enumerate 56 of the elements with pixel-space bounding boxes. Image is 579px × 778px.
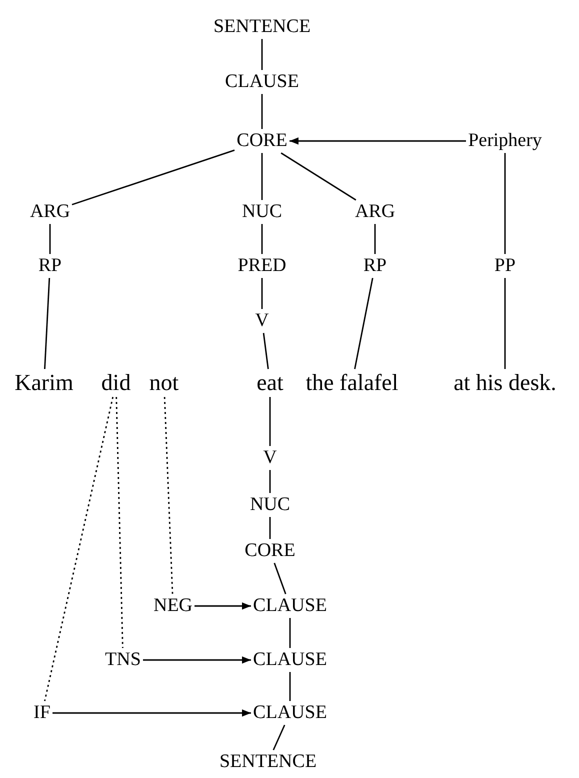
dotted-line bbox=[44, 396, 114, 702]
node-label: CLAUSE bbox=[251, 594, 329, 618]
sentence-word: the falafel bbox=[304, 368, 400, 398]
tree-branch bbox=[269, 397, 271, 446]
tree-branch bbox=[374, 224, 376, 254]
tree-branch bbox=[262, 332, 269, 370]
node-label: RP bbox=[36, 254, 64, 278]
sentence-word: at his desk. bbox=[452, 368, 558, 398]
tree-branch bbox=[269, 470, 271, 493]
node-label: CLAUSE bbox=[251, 648, 329, 672]
sentence-word: did bbox=[99, 368, 133, 398]
arrow bbox=[290, 137, 466, 145]
tree-branch bbox=[49, 224, 51, 254]
tree-branch bbox=[44, 278, 50, 370]
node-label: V bbox=[253, 309, 271, 333]
tree-branch bbox=[504, 153, 506, 254]
sentence-word: eat bbox=[254, 368, 286, 398]
tree-branch bbox=[280, 152, 356, 201]
tree-branch bbox=[261, 153, 263, 200]
node-label: NEG bbox=[151, 594, 195, 618]
arrow bbox=[194, 602, 251, 610]
node-label: ARG bbox=[352, 200, 398, 224]
node-label: NUC bbox=[240, 200, 284, 224]
tree-branch bbox=[269, 517, 271, 539]
node-label: RP bbox=[361, 254, 389, 278]
sentence-word: not bbox=[147, 368, 181, 398]
node-label: PP bbox=[492, 254, 518, 278]
node-label: CLAUSE bbox=[223, 70, 301, 94]
tree-branch bbox=[272, 724, 286, 750]
dotted-line bbox=[164, 396, 174, 594]
tree-branch bbox=[261, 94, 263, 129]
node-label: PRED bbox=[236, 254, 288, 278]
sentence-word: Karim bbox=[12, 368, 76, 398]
node-label: CORE bbox=[242, 539, 298, 563]
tree-branch bbox=[72, 150, 235, 206]
arrow bbox=[143, 656, 251, 664]
tree-branch bbox=[504, 278, 506, 369]
tree-branch bbox=[261, 224, 263, 254]
node-label: CORE bbox=[234, 129, 290, 153]
node-label: V bbox=[261, 446, 279, 470]
dotted-line bbox=[116, 396, 124, 648]
tree-branch bbox=[274, 562, 286, 594]
tree-branch bbox=[289, 672, 291, 701]
node-label: TNS bbox=[103, 648, 143, 672]
arrow bbox=[52, 709, 251, 717]
node-label: CLAUSE bbox=[251, 701, 329, 725]
node-label: NUC bbox=[248, 493, 292, 517]
tree-branch bbox=[354, 278, 374, 370]
node-label: IF bbox=[32, 701, 52, 725]
tree-branch bbox=[261, 278, 263, 309]
node-label: SENTENCE bbox=[211, 15, 313, 39]
tree-branch bbox=[261, 39, 263, 70]
node-label: SENTENCE bbox=[217, 750, 319, 774]
node-label: ARG bbox=[28, 200, 72, 224]
tree-branch bbox=[289, 618, 291, 648]
node-label: Periphery bbox=[466, 129, 544, 153]
